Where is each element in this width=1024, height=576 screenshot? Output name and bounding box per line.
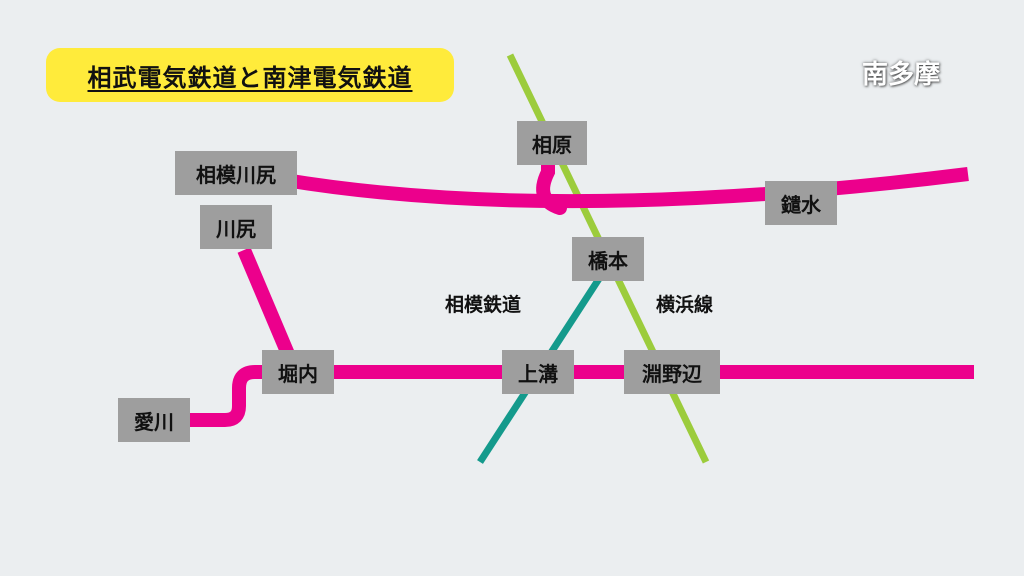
kawajiri-branch-track (237, 247, 295, 357)
aikawa-branch-track (185, 365, 270, 427)
sagami-line-label: 相模鉄道 (445, 294, 522, 316)
station-aikawa[interactable]: 愛川 (118, 398, 190, 442)
station-horinouchi[interactable]: 堀内 (262, 350, 334, 394)
title-banner: 相武電気鉄道と南津電気鉄道 (46, 48, 454, 102)
station-fuchinobe[interactable]: 淵野辺 (624, 350, 720, 394)
station-hashimoto[interactable]: 橋本 (572, 237, 644, 281)
station-kamimizo[interactable]: 上溝 (502, 350, 574, 394)
region-label: 南多摩 (862, 60, 941, 90)
station-kagisui[interactable]: 鑓水 (765, 181, 837, 225)
title-text: 相武電気鉄道と南津電気鉄道 (87, 63, 413, 92)
yokohama-line-label: 横浜線 (656, 294, 714, 316)
upper-electric-railway-track (283, 167, 969, 209)
sagamihara-branch-track (536, 153, 567, 215)
station-sagamigawa-jiri[interactable]: 相模川尻 (175, 151, 297, 195)
station-kawajiri[interactable]: 川尻 (200, 205, 272, 249)
station-sagamihara[interactable]: 相原 (517, 121, 587, 165)
